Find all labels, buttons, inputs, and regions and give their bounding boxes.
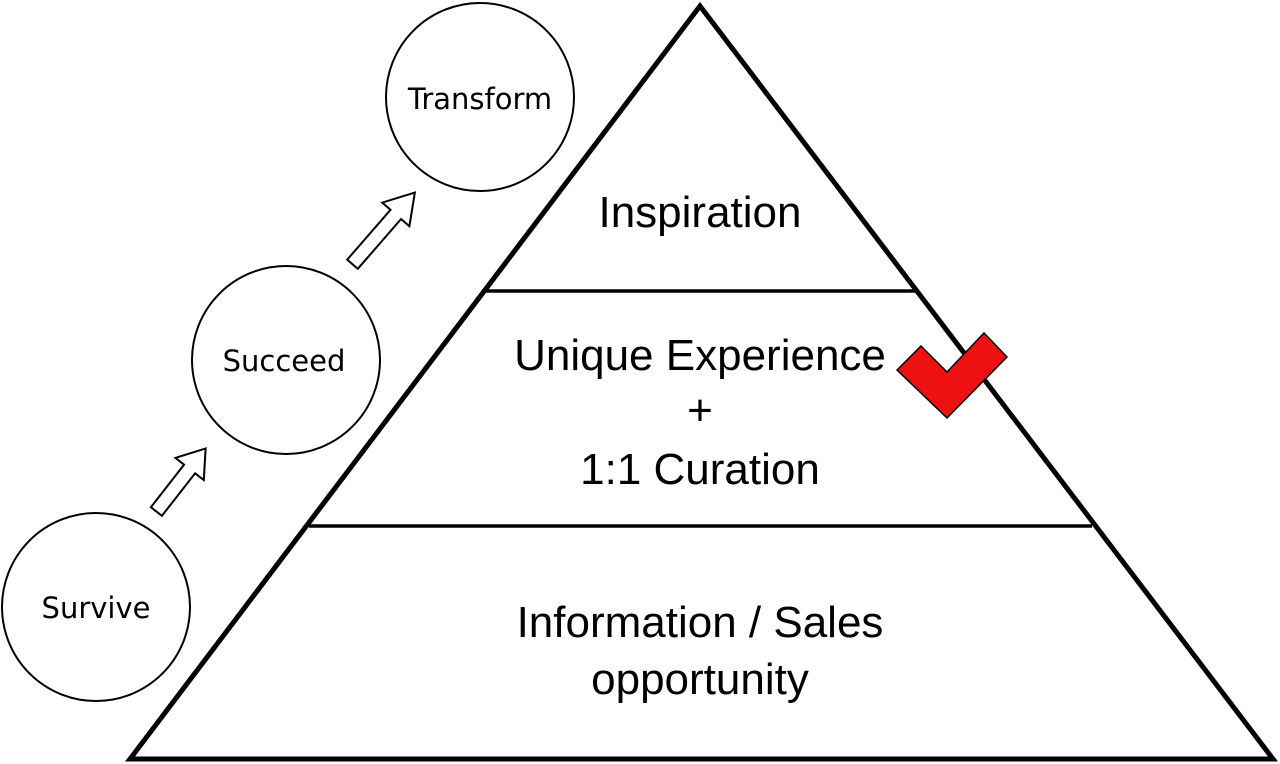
up-right-arrow-icon (149, 447, 207, 518)
tier-top-label: Inspiration (598, 188, 801, 237)
stage-label-transform: Transform (407, 82, 552, 116)
pyramid-outline (124, 1, 1279, 762)
stage-label-survive: Survive (42, 591, 151, 625)
checkmark-icon (895, 331, 1009, 420)
stage-circle-survive (1, 512, 191, 702)
tier-bottom-label-line-1: Information / Sales (517, 598, 884, 647)
up-right-arrow-icon (345, 191, 417, 271)
stage-circle-succeed (191, 265, 381, 455)
tier-bottom-label-line-2: opportunity (591, 655, 809, 704)
stage-label-succeed: Succeed (223, 344, 346, 378)
tier-middle-label-line-1: Unique Experience (514, 331, 886, 380)
stage-circle-transform (385, 2, 575, 192)
tier-middle-label-line-2: + (687, 386, 713, 435)
tier-middle-label-line-3: 1:1 Curation (580, 445, 820, 494)
